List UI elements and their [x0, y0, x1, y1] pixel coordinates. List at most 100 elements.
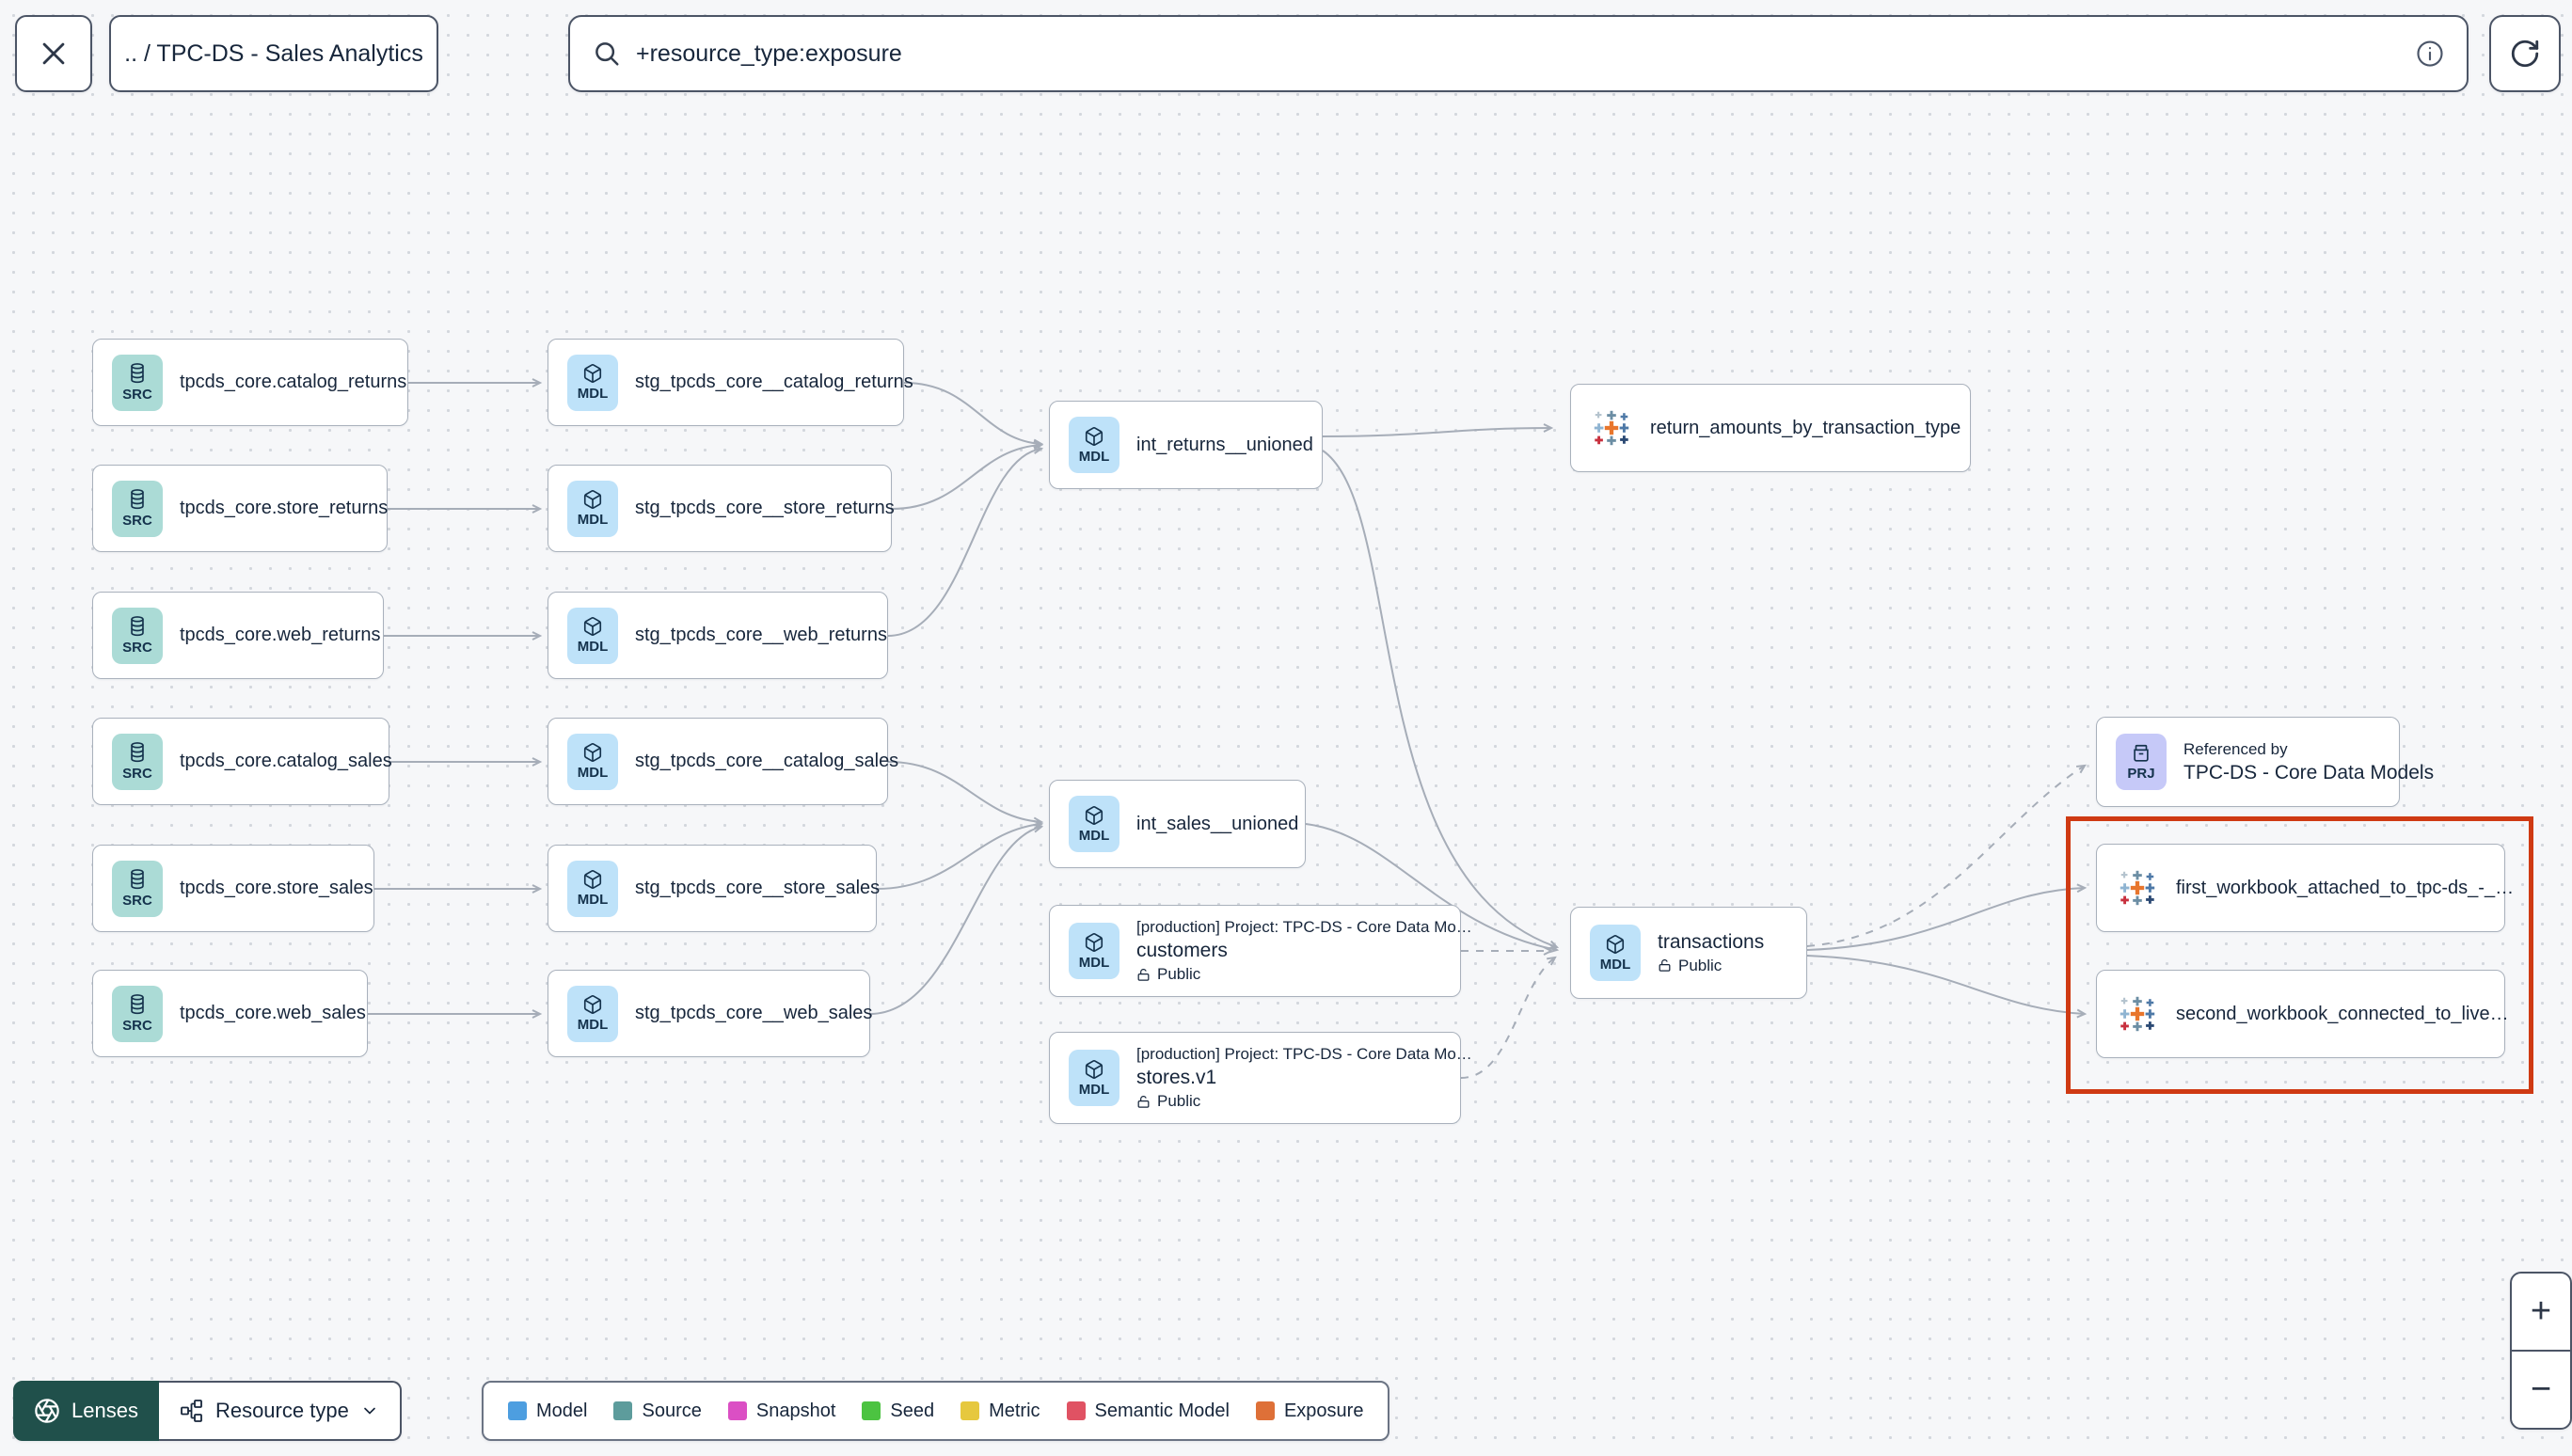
cube-icon	[583, 617, 602, 636]
node-src-tpcds-core-catalog-sales[interactable]: SRC tpcds_core.catalog_sales	[92, 718, 392, 805]
aperture-icon	[35, 1399, 59, 1423]
badge-label: SRC	[122, 387, 152, 403]
node-stg-tpcds-core-store-returns[interactable]: MDL stg_tpcds_core__store_returns	[548, 465, 895, 552]
node-label: stores.v1	[1136, 1067, 1217, 1088]
badge-label: MDL	[577, 765, 609, 781]
node-src-tpcds-core-store-sales[interactable]: SRC tpcds_core.store_sales	[92, 845, 374, 932]
node-label: stg_tpcds_core__catalog_sales	[635, 751, 899, 771]
node-access-line: Public	[1658, 957, 1764, 975]
node-project-line: [production] Project: TPC-DS - Core Data…	[1136, 1045, 1472, 1063]
tableau-icon	[2120, 996, 2155, 1032]
source-badge-icon: SRC	[112, 860, 163, 917]
cube-icon	[1606, 934, 1625, 954]
node-label: tpcds_core.store_returns	[180, 498, 389, 518]
tableau-icon	[2120, 870, 2155, 906]
badge-label: SRC	[122, 766, 152, 782]
lock-open-icon	[1137, 1095, 1150, 1108]
node-label: TPC-DS - Core Data Models	[2183, 761, 2435, 783]
node-src-tpcds-core-store-returns[interactable]: SRC tpcds_core.store_returns	[92, 465, 388, 552]
search-input[interactable]	[636, 40, 2401, 68]
resource-type-selector[interactable]: Resource type	[158, 1381, 402, 1441]
node-int-returns-unioned[interactable]: MDL int_returns__unioned	[1049, 401, 1323, 489]
edge-stg-store-sales-int	[876, 819, 1044, 890]
breadcrumb[interactable]: .. / TPC-DS - Sales Analytics	[109, 15, 438, 92]
breadcrumb-label: .. / TPC-DS - Sales Analytics	[124, 40, 423, 67]
node-label: tpcds_core.catalog_sales	[180, 751, 392, 771]
zoom-out-button[interactable]: −	[2530, 1369, 2552, 1409]
cube-icon	[583, 743, 602, 762]
database-icon	[131, 742, 144, 763]
node-exposure-second-workbook[interactable]: second_workbook_connected_to_live…	[2096, 970, 2509, 1058]
node-stg-tpcds-core-catalog-sales[interactable]: MDL stg_tpcds_core__catalog_sales	[548, 718, 898, 805]
badge-label: PRJ	[2127, 765, 2155, 782]
hierarchy-icon	[181, 1400, 202, 1422]
cube-icon	[583, 364, 602, 383]
database-icon	[131, 489, 144, 510]
node-label: customers	[1136, 940, 1228, 961]
node-src-tpcds-core-web-returns[interactable]: SRC tpcds_core.web_returns	[92, 592, 384, 679]
source-badge-icon: SRC	[112, 733, 163, 790]
node-project-line: [production] Project: TPC-DS - Core Data…	[1136, 918, 1472, 936]
node-stg-tpcds-core-catalog-returns[interactable]: MDL stg_tpcds_core__catalog_returns	[548, 339, 913, 426]
node-stg-tpcds-core-web-sales[interactable]: MDL stg_tpcds_core__web_sales	[548, 970, 873, 1057]
node-stg-tpcds-core-store-sales[interactable]: MDL stg_tpcds_core__store_sales	[548, 845, 881, 932]
node-access-line: Public	[1136, 965, 1441, 984]
node-stg-tpcds-core-web-returns[interactable]: MDL stg_tpcds_core__web_returns	[548, 592, 888, 679]
refresh-icon	[2511, 40, 2539, 68]
metric-swatch	[961, 1401, 980, 1420]
source-badge-icon: SRC	[112, 354, 163, 411]
node-label: tpcds_core.store_sales	[180, 878, 373, 898]
node-customers[interactable]: MDL [production] Project: TPC-DS - Core …	[1049, 905, 1472, 997]
search-bar[interactable]	[568, 15, 2469, 92]
badge-label: MDL	[577, 639, 609, 655]
cube-icon	[583, 490, 602, 509]
node-exposure-return-amounts[interactable]: return_amounts_by_transaction_type	[1570, 384, 1971, 472]
node-label: tpcds_core.catalog_returns	[180, 372, 407, 392]
badge-label: MDL	[577, 892, 609, 908]
node-int-sales-unioned[interactable]: MDL int_sales__unioned	[1049, 780, 1306, 868]
badge-label: MDL	[1078, 1081, 1110, 1098]
zoom-in-button[interactable]: +	[2512, 1274, 2570, 1352]
tableau-icon	[1594, 410, 1629, 446]
snapshot-swatch	[727, 1401, 747, 1420]
model-badge-icon: MDL	[1590, 925, 1641, 981]
badge-label: MDL	[577, 512, 609, 528]
badge-label: SRC	[122, 640, 152, 656]
resource-type-label: Resource type	[214, 1399, 349, 1422]
badge-label: MDL	[577, 1017, 609, 1033]
node-transactions[interactable]: MDL transactions Public	[1570, 907, 1807, 999]
close-button[interactable]	[15, 15, 92, 92]
cube-icon	[583, 995, 602, 1014]
node-exposure-first-workbook[interactable]: first_workbook_attached_to_tpc-ds_-_…	[2096, 844, 2514, 932]
lock-open-icon	[1137, 968, 1150, 981]
node-src-tpcds-core-catalog-returns[interactable]: SRC tpcds_core.catalog_returns	[92, 339, 408, 426]
badge-label: MDL	[1078, 448, 1110, 465]
edge-stg-catalog-sales-int	[887, 761, 1044, 827]
node-stores-v1[interactable]: MDL [production] Project: TPC-DS - Core …	[1049, 1032, 1472, 1124]
badge-label: MDL	[1599, 956, 1631, 973]
badge-label: SRC	[122, 1018, 152, 1034]
node-label: transactions	[1658, 930, 1765, 953]
node-text: [production] Project: TPC-DS - Core Data…	[1136, 918, 1472, 984]
lenses-button[interactable]: Lenses	[13, 1381, 159, 1441]
node-src-tpcds-core-web-sales[interactable]: SRC tpcds_core.web_sales	[92, 970, 368, 1057]
model-badge-icon: MDL	[567, 607, 618, 664]
node-text: transactions Public	[1658, 931, 1764, 975]
model-badge-icon: MDL	[1069, 417, 1119, 473]
legend-item-snapshot: Snapshot	[727, 1401, 835, 1422]
node-referenced-by-project[interactable]: PRJ Referenced by TPC-DS - Core Data Mod…	[2096, 717, 2435, 807]
node-label: int_sales__unioned	[1136, 813, 1299, 834]
node-label: stg_tpcds_core__store_sales	[635, 878, 881, 898]
model-swatch	[508, 1401, 527, 1420]
refresh-button[interactable]	[2489, 15, 2561, 92]
info-icon[interactable]	[2416, 40, 2444, 68]
edge-stg-web-sales-int	[869, 823, 1044, 1015]
cube-icon	[1085, 932, 1103, 952]
edge-stg-catalog-returns-int	[903, 382, 1044, 449]
database-icon	[131, 616, 144, 637]
node-label: stg_tpcds_core__web_sales	[635, 1003, 873, 1023]
model-badge-icon: MDL	[1069, 923, 1119, 979]
node-text: [production] Project: TPC-DS - Core Data…	[1136, 1045, 1472, 1111]
model-badge-icon: MDL	[567, 860, 618, 917]
